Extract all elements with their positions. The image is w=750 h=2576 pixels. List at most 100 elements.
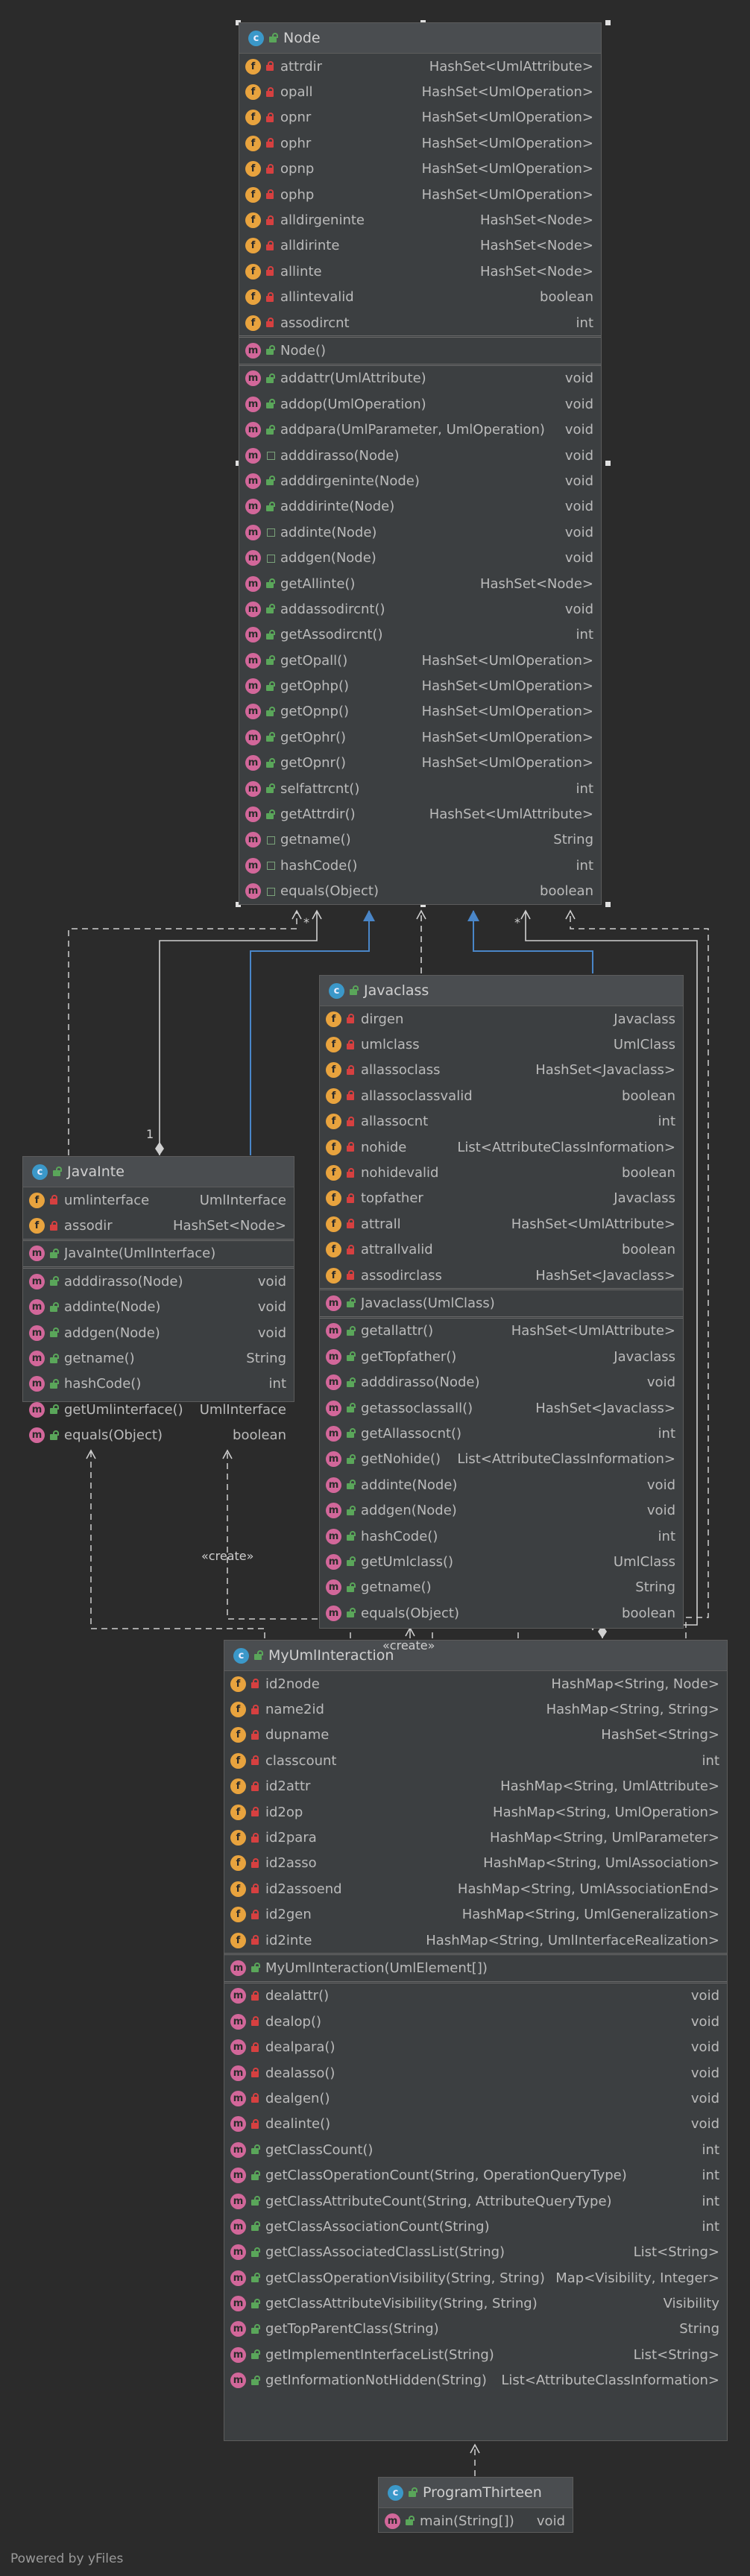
selection-handle[interactable] xyxy=(605,902,611,907)
selection-handle[interactable] xyxy=(236,902,241,907)
selection-handle[interactable] xyxy=(236,461,241,466)
selection-handle[interactable] xyxy=(236,20,241,25)
